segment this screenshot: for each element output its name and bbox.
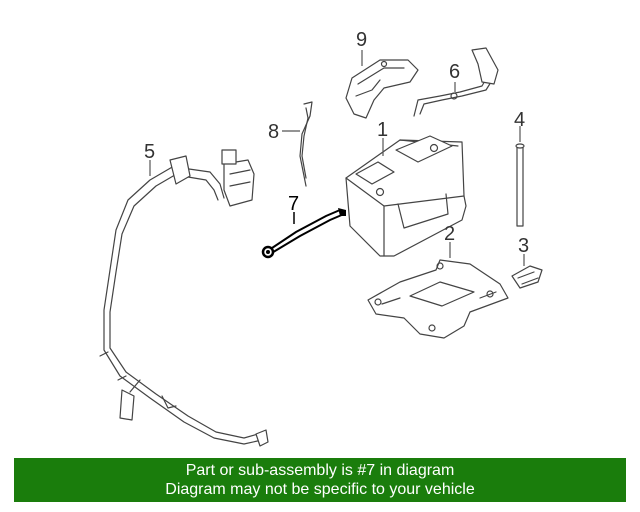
part-8-tube[interactable]: [299, 101, 313, 187]
callout-3: 3: [518, 235, 529, 257]
part-3-clamp[interactable]: [511, 265, 543, 289]
part-9-bracket[interactable]: [345, 59, 419, 119]
part-6-cable[interactable]: [413, 47, 499, 117]
callout-4: 4: [514, 109, 525, 131]
callout-8: 8: [268, 121, 279, 143]
callout-5: 5: [144, 141, 155, 163]
part-4-rod[interactable]: [515, 143, 525, 227]
callout-9: 9: [356, 29, 367, 51]
parts-diagram: 9 6 8 1 4 3: [99, 29, 543, 447]
part-2-tray[interactable]: [367, 259, 509, 339]
banner-line-part: Part or sub-assembly is #7 in diagram: [185, 462, 455, 479]
callout-7: 7: [288, 193, 299, 215]
part-1-battery[interactable]: [345, 135, 467, 257]
callout-2: 2: [444, 223, 455, 245]
part-7-cable-highlighted[interactable]: [261, 208, 346, 259]
info-banner: Part or sub-assembly is #7 in diagram Di…: [14, 458, 626, 502]
callout-1: 1: [377, 119, 388, 141]
callout-6: 6: [449, 61, 460, 83]
banner-line-disclaimer: Diagram may not be specific to your vehi…: [165, 481, 475, 498]
part-5-harness[interactable]: [99, 149, 269, 447]
